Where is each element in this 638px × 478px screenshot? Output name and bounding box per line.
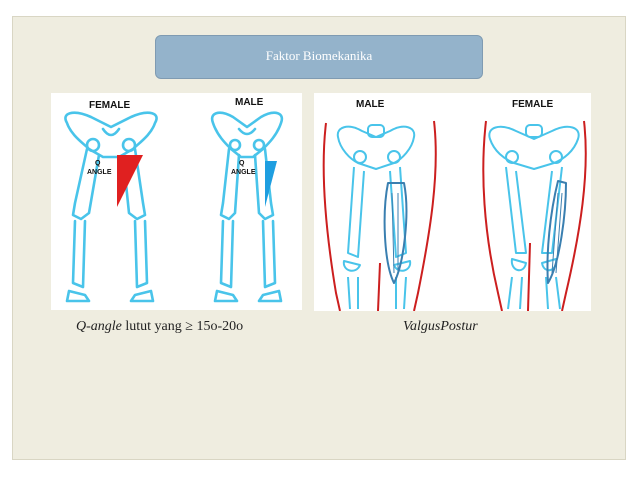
male-skeleton (210, 111, 284, 303)
valgus-illustration: MALE FEMALE (314, 93, 591, 311)
valgus-svg: MALE FEMALE (322, 99, 587, 311)
male-q-angle-mark (265, 161, 277, 207)
male-angle-label: ANGLE (231, 169, 256, 176)
caption-q-angle-rest: lutut yang ≥ 15o-20o (121, 319, 244, 334)
male-leg-bones (336, 124, 416, 310)
female-q-angle-mark (117, 155, 143, 207)
label-male-right: MALE (356, 99, 385, 110)
q-angle-illustration: FEMALE MALE Q ANGLE (51, 93, 302, 310)
q-angle-svg: FEMALE MALE Q ANGLE (64, 97, 284, 303)
male-q-label: Q (239, 160, 245, 167)
body-outlines (322, 120, 587, 311)
slide-title: Faktor Biomekanika (155, 35, 483, 79)
label-female: FEMALE (89, 100, 130, 111)
label-female-right: FEMALE (512, 99, 553, 110)
label-male: MALE (235, 97, 264, 108)
caption-q-angle: Q-angle lutut yang ≥ 15o-20o (76, 319, 243, 335)
female-q-label: Q (95, 160, 101, 167)
caption-valgus: ValgusPostur (403, 319, 478, 334)
female-angle-label: ANGLE (87, 169, 112, 176)
female-skeleton (64, 111, 158, 303)
caption-q-angle-italic: Q-angle (76, 319, 122, 334)
female-leg-bones (488, 124, 580, 310)
